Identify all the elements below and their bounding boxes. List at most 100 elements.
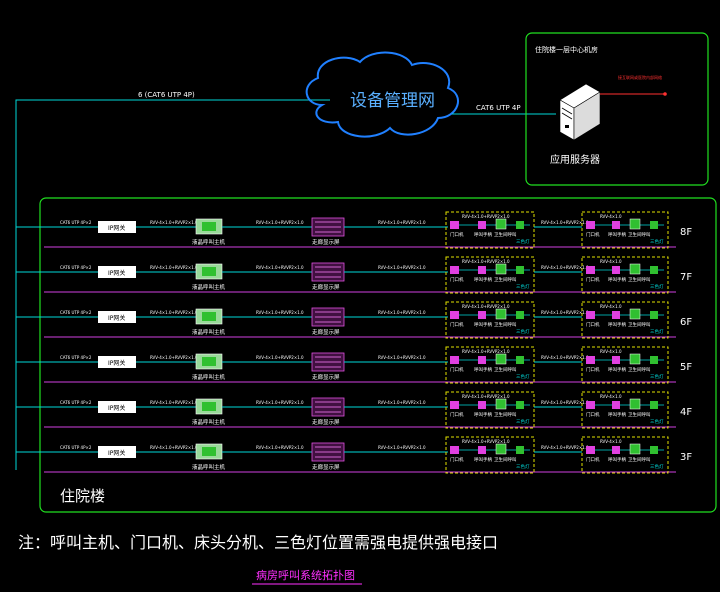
ip-gateway-label: IP网关 bbox=[108, 224, 125, 232]
cloud-label: 设备管理网 bbox=[350, 91, 435, 111]
display-label: 走廊显示屏 bbox=[312, 238, 340, 246]
ward-sub: 呼叫手柄 bbox=[474, 366, 492, 373]
ward-head: RVV-4×1.0 bbox=[600, 304, 622, 309]
floor-row: CAT6 UTP 4P×2IP网关RVV-4×1.0+RVVP2×1.0液晶呼叫… bbox=[16, 346, 692, 384]
door-unit-icon bbox=[586, 356, 595, 364]
ward-head: RVV-4×1.0+RVVP2×1.0 bbox=[462, 394, 510, 399]
floor-label: 4F bbox=[680, 407, 692, 418]
ip-gateway-label: IP网关 bbox=[108, 449, 125, 457]
bedside-unit-icon bbox=[629, 443, 641, 455]
ward-head: RVV-4×1.0 bbox=[600, 259, 622, 264]
door-unit-icon bbox=[586, 311, 595, 319]
floor-row: CAT6 UTP 4P×2IP网关RVV-4×1.0+RVVP2×1.0液晶呼叫… bbox=[16, 391, 692, 429]
handset-icon bbox=[612, 311, 620, 319]
ward-head: RVV-4×1.0 bbox=[600, 394, 622, 399]
handset-icon bbox=[478, 311, 486, 319]
toilet-call-icon bbox=[650, 356, 658, 364]
link-left-label: 6 (CAT6 UTP 4P) bbox=[138, 91, 195, 99]
handset-icon bbox=[612, 266, 620, 274]
host-label: 液晶呼叫主机 bbox=[192, 283, 226, 291]
ward-sub: 卫生间呼叫 bbox=[494, 321, 517, 328]
ward-head: RVV-4×1.0+RVVP2×1.0 bbox=[462, 214, 510, 219]
floor-row: CAT6 UTP 4P×2IP网关RVV-4×1.0+RVVP2×1.0液晶呼叫… bbox=[16, 436, 692, 474]
handset-icon bbox=[612, 221, 620, 229]
ward-sub: 呼叫手柄 bbox=[608, 366, 626, 373]
cable-label: RVV-4×1.0+RVVP2×1.0 bbox=[150, 265, 198, 270]
handset-icon bbox=[478, 446, 486, 454]
cable-label: CAT6 UTP 4P×2 bbox=[60, 265, 92, 270]
ward-sub: 门口机 bbox=[586, 231, 600, 238]
server-label: 应用服务器 bbox=[550, 153, 600, 166]
bedside-unit-icon bbox=[495, 218, 507, 230]
bedside-unit-icon bbox=[495, 308, 507, 320]
ward-sub: 卫生间呼叫 bbox=[494, 276, 517, 283]
cable-label: RVV-4×1.0+RVVP2×1.0 bbox=[150, 445, 198, 450]
ward-tag: 三色灯 bbox=[516, 463, 530, 470]
cable-label: RVV-4×1.0+RVVP2×1.0 bbox=[256, 400, 304, 405]
toilet-call-icon bbox=[650, 446, 658, 454]
ward-box bbox=[445, 301, 535, 339]
host-label: 液晶呼叫主机 bbox=[192, 463, 226, 471]
ward-sub: 门口机 bbox=[586, 366, 600, 373]
host-screen bbox=[202, 357, 216, 366]
ward-head: RVV-4×1.0 bbox=[600, 214, 622, 219]
ward-head: RVV-4×1.0+RVVP2×1.0 bbox=[462, 304, 510, 309]
ward-box bbox=[581, 346, 669, 384]
ward-sub: 呼叫手柄 bbox=[608, 456, 626, 463]
ip-gateway-label: IP网关 bbox=[108, 404, 125, 412]
ip-gateway-label: IP网关 bbox=[108, 359, 125, 367]
ward-box bbox=[581, 391, 669, 429]
external-link-dot bbox=[663, 92, 667, 96]
ward-sub: 呼叫手柄 bbox=[474, 231, 492, 238]
ward-sub: 卫生间呼叫 bbox=[628, 231, 651, 238]
ward-box bbox=[445, 256, 535, 294]
ward-head: RVV-4×1.0+RVVP2×1.0 bbox=[462, 349, 510, 354]
toilet-call-icon bbox=[516, 356, 524, 364]
display-label: 走廊显示屏 bbox=[312, 463, 340, 471]
toilet-call-icon bbox=[516, 401, 524, 409]
host-screen bbox=[202, 267, 216, 276]
cable-label: RVV-4×1.0+RVVP2×1.0 bbox=[150, 310, 198, 315]
ward-box bbox=[445, 436, 535, 474]
bedside-unit-icon bbox=[629, 263, 641, 275]
ward-sub: 卫生间呼叫 bbox=[628, 276, 651, 283]
door-unit-icon bbox=[450, 221, 459, 229]
cable-label: RVV-4×1.0+RVVP2×1.0 bbox=[150, 220, 198, 225]
building-frame bbox=[39, 197, 717, 513]
handset-icon bbox=[612, 446, 620, 454]
floor-rows: CAT6 UTP 4P×2IP网关RVV-4×1.0+RVVP2×1.0液晶呼叫… bbox=[16, 211, 692, 474]
cable-label: RVV-4×1.0+RVVP2×1.0 bbox=[541, 310, 589, 315]
ward-tag: 三色灯 bbox=[650, 328, 664, 335]
ward-sub: 卫生间呼叫 bbox=[494, 456, 517, 463]
ip-gateway-box bbox=[98, 311, 136, 323]
bedside-unit-icon bbox=[495, 443, 507, 455]
floor-row: CAT6 UTP 4P×2IP网关RVV-4×1.0+RVVP2×1.0液晶呼叫… bbox=[16, 301, 692, 339]
cable-label: RVV-4×1.0+RVVP2×1.0 bbox=[256, 355, 304, 360]
footer-note: 注：呼叫主机、门口机、床头分机、三色灯位置需强电提供强电接口 bbox=[18, 533, 498, 552]
ward-sub: 门口机 bbox=[450, 411, 464, 418]
ward-sub: 呼叫手柄 bbox=[608, 231, 626, 238]
host-screen bbox=[202, 402, 216, 411]
host-screen bbox=[202, 447, 216, 456]
ward-tag: 三色灯 bbox=[650, 463, 664, 470]
bedside-unit-icon bbox=[629, 218, 641, 230]
ward-tag: 三色灯 bbox=[650, 418, 664, 425]
ward-sub: 卫生间呼叫 bbox=[628, 456, 651, 463]
ward-tag: 三色灯 bbox=[650, 373, 664, 380]
ip-gateway-box bbox=[98, 221, 136, 233]
building-label: 住院楼 bbox=[60, 487, 105, 505]
cable-label: RVV-4×1.0+RVVP2×1.0 bbox=[378, 355, 426, 360]
ward-sub: 呼叫手柄 bbox=[474, 411, 492, 418]
ward-box bbox=[581, 211, 669, 249]
ward-sub: 卫生间呼叫 bbox=[628, 321, 651, 328]
cloud-icon bbox=[305, 51, 460, 138]
ip-gateway-label: IP网关 bbox=[108, 269, 125, 277]
cable-label: RVV-4×1.0+RVVP2×1.0 bbox=[541, 400, 589, 405]
ward-head: RVV-4×1.0 bbox=[600, 439, 622, 444]
door-unit-icon bbox=[450, 356, 459, 364]
ward-sub: 卫生间呼叫 bbox=[494, 411, 517, 418]
host-label: 液晶呼叫主机 bbox=[192, 238, 226, 246]
ward-head: RVV-4×1.0 bbox=[600, 349, 622, 354]
cable-label: RVV-4×1.0+RVVP2×1.0 bbox=[256, 310, 304, 315]
